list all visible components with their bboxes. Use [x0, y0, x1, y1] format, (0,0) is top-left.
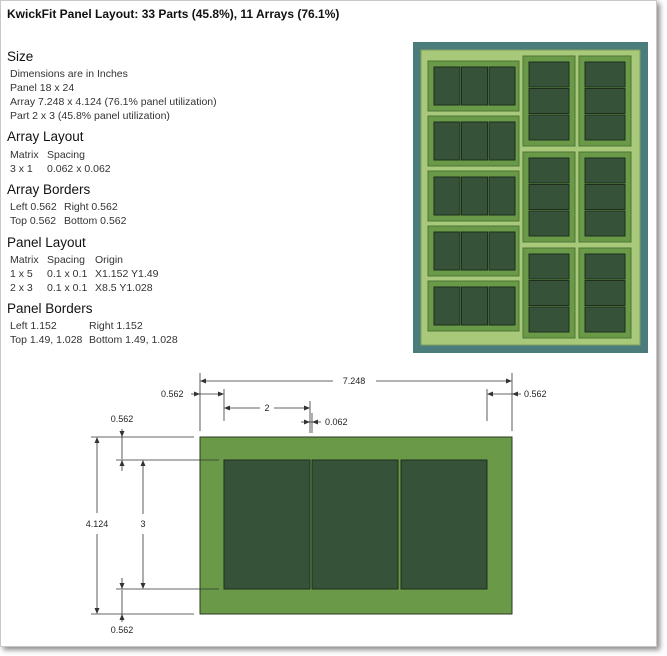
size-line: Array 7.248 x 4.124 (76.1% panel utiliza… — [10, 96, 217, 108]
page-title: KwickFit Panel Layout: 33 Parts (45.8%),… — [7, 7, 340, 21]
thumb-part — [461, 286, 488, 326]
size-heading: Size — [7, 49, 34, 64]
thumb-part — [461, 231, 488, 271]
thumb-part — [528, 88, 570, 114]
thumb-part — [528, 210, 570, 237]
thumb-part — [461, 176, 488, 216]
dim-bottom-border: 0.562 — [111, 625, 134, 635]
size-line: Part 2 x 3 (45.8% panel utilization) — [10, 110, 170, 122]
thumb-part — [528, 306, 570, 333]
arrowhead — [312, 419, 318, 425]
thumb-part — [584, 280, 626, 306]
panel-layout-col-matrix: Matrix — [10, 254, 39, 266]
arrowhead — [119, 614, 125, 620]
arrowhead — [304, 419, 310, 425]
dim-spacing: 0.062 — [325, 417, 348, 427]
thumb-part — [584, 61, 626, 88]
dim-top-border: 0.562 — [111, 414, 134, 424]
array-layout-heading: Array Layout — [7, 129, 84, 144]
part — [400, 459, 488, 590]
part — [311, 459, 399, 590]
thumb-part — [584, 88, 626, 114]
panel-layout-heading: Panel Layout — [7, 235, 86, 250]
panel-border-bottom: Bottom 1.49, 1.028 — [89, 334, 178, 346]
array-border-right: Right 0.562 — [64, 201, 118, 213]
thumb-part — [488, 231, 516, 271]
arrowhead — [119, 583, 125, 589]
array-borders-heading: Array Borders — [7, 182, 91, 197]
panel-layout-col-spacing: Spacing — [47, 254, 85, 266]
thumb-part — [584, 253, 626, 280]
thumb-part — [528, 157, 570, 184]
array-layout-spacing: 0.062 x 0.062 — [47, 163, 111, 175]
arrowhead — [119, 460, 125, 466]
thumb-part — [433, 286, 461, 326]
thumb-part — [488, 121, 516, 161]
array-border-bottom: Bottom 0.562 — [64, 215, 127, 227]
arrowhead — [94, 437, 100, 443]
arrowhead — [304, 405, 310, 411]
panel-diagram: 7.248 0.562 0.562 2 0.062 0.562 0.562 4.… — [86, 42, 648, 635]
array-border-left: Left 0.562 — [10, 201, 57, 213]
arrowhead — [94, 608, 100, 614]
thumb-part — [584, 114, 626, 141]
thumb-part — [433, 176, 461, 216]
arrowhead — [140, 460, 146, 466]
size-line: Dimensions are in Inches — [10, 68, 128, 80]
thumb-part — [584, 210, 626, 237]
arrowhead — [487, 391, 493, 397]
thumb-part — [433, 121, 461, 161]
dim-part-height: 3 — [140, 519, 145, 529]
panel-layout-spacing: 0.1 x 0.1 — [47, 268, 88, 280]
arrowhead — [506, 378, 512, 384]
dim-array-width: 7.248 — [343, 376, 366, 386]
thumb-part — [528, 114, 570, 141]
thumb-part — [433, 66, 461, 106]
thumb-part — [488, 286, 516, 326]
thumb-part — [528, 280, 570, 306]
dim-right-border: 0.562 — [524, 389, 547, 399]
dim-left-border: 0.562 — [161, 389, 184, 399]
thumb-part — [461, 66, 488, 106]
panel-layout-matrix: 2 x 3 — [10, 282, 33, 294]
array-layout-col-matrix: Matrix — [10, 149, 39, 161]
arrowhead — [512, 391, 518, 397]
dim-part-width: 2 — [264, 403, 269, 413]
array-detail — [199, 436, 513, 615]
panel-border-left: Left 1.152 — [10, 320, 57, 332]
thumb-part — [488, 66, 516, 106]
panel-thumbnail — [413, 42, 648, 353]
arrowhead — [200, 378, 206, 384]
size-line: Panel 18 x 24 — [10, 82, 75, 94]
panel-border-right: Right 1.152 — [89, 320, 143, 332]
arrowhead — [218, 391, 224, 397]
arrowheads — [94, 378, 518, 620]
panel-layout-col-origin: Origin — [95, 254, 124, 266]
thumb-part — [584, 184, 626, 210]
panel-layout-origin: X8.5 Y1.028 — [95, 282, 153, 294]
arrowhead — [194, 391, 200, 397]
thumb-part — [584, 306, 626, 333]
dim-array-height: 4.124 — [86, 519, 109, 529]
thumb-part — [488, 176, 516, 216]
arrowhead — [119, 431, 125, 437]
arrowhead — [140, 583, 146, 589]
thumb-part — [528, 253, 570, 280]
array-layout-matrix: 3 x 1 — [10, 163, 33, 175]
array-layout-col-spacing: Spacing — [47, 149, 85, 161]
array-border-top: Top 0.562 — [10, 215, 57, 227]
panel-borders-heading: Panel Borders — [7, 301, 93, 316]
part — [223, 459, 311, 590]
thumb-part — [584, 157, 626, 184]
thumb-part — [528, 184, 570, 210]
panel-layout-spacing: 0.1 x 0.1 — [47, 282, 88, 294]
thumb-part — [461, 121, 488, 161]
figure-frame: KwickFit Panel Layout: 33 Parts (45.8%),… — [0, 0, 657, 647]
thumb-part — [433, 231, 461, 271]
arrowhead — [224, 405, 230, 411]
panel-layout-matrix: 1 x 5 — [10, 268, 33, 280]
panel-layout-origin: X1.152 Y1.49 — [95, 268, 159, 280]
thumb-part — [528, 61, 570, 88]
panel-border-top: Top 1.49, 1.028 — [10, 334, 83, 346]
